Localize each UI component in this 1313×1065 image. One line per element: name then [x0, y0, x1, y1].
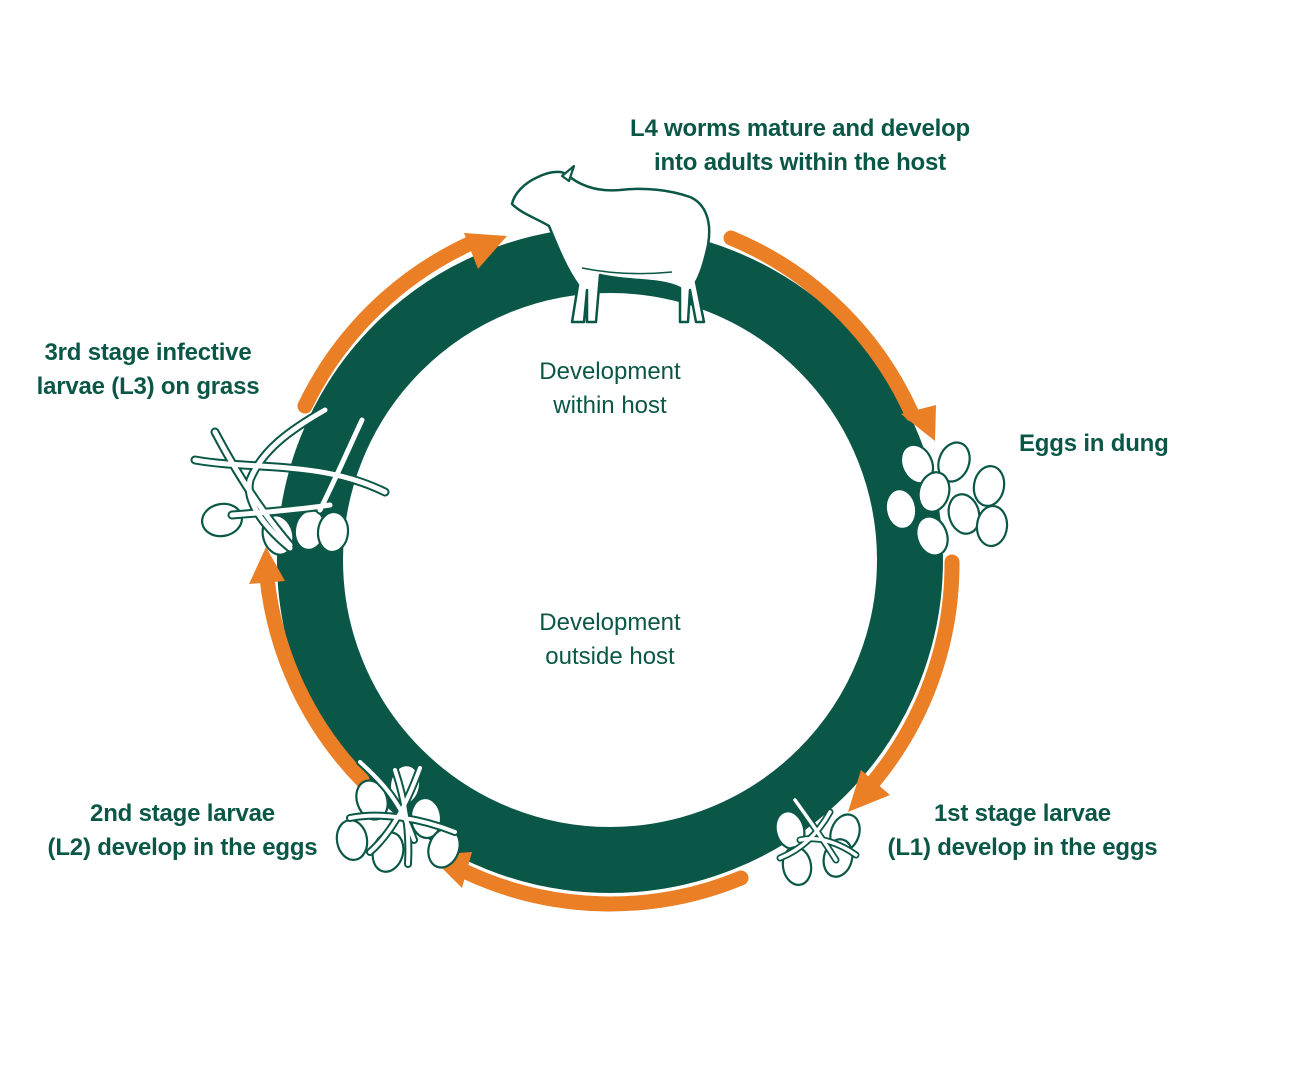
- larva: [793, 798, 838, 862]
- egg: [316, 510, 350, 554]
- arrow-host-to-eggs: [723, 230, 920, 422]
- egg: [201, 502, 243, 538]
- sheep-wool-line: [581, 267, 673, 275]
- larva: [348, 813, 457, 834]
- larva: [246, 407, 328, 551]
- label-l3-line2: larvae (L3) on grass: [36, 373, 260, 400]
- arrowhead-4: [249, 547, 285, 584]
- arrow-l1-to-l2: [458, 864, 749, 912]
- label-l3: 3rd stage infective larvae (L3) on grass: [18, 336, 278, 404]
- larva: [192, 457, 388, 495]
- egg: [335, 819, 369, 861]
- center-label-outside: Development outside host: [510, 606, 710, 674]
- egg: [947, 493, 981, 535]
- center-label-outside-line2: outside host: [545, 643, 675, 670]
- label-l1-line2: (L1) develop in the eggs: [887, 834, 1158, 861]
- larva: [317, 417, 365, 513]
- egg: [884, 488, 918, 530]
- larva: [393, 768, 411, 866]
- egg: [917, 471, 951, 513]
- sheep-icon: [510, 164, 711, 324]
- arrow-l3-to-host: [297, 236, 477, 414]
- label-l4-line2: into adults within the host: [654, 149, 946, 176]
- center-label-host-line1: Development: [539, 358, 681, 385]
- label-l4: L4 worms mature and develop into adults …: [590, 112, 1010, 180]
- label-l2: 2nd stage larvae (L2) develop in the egg…: [35, 797, 330, 865]
- label-l2-line2: (L2) develop in the eggs: [47, 834, 318, 861]
- label-eggs: Eggs in dung: [1019, 427, 1169, 461]
- cycle-arrows: [259, 230, 960, 912]
- larva: [229, 502, 333, 518]
- sheep-ear: [560, 164, 576, 183]
- larva: [368, 766, 422, 854]
- egg: [972, 465, 1006, 507]
- l3-larvae-icon: [190, 405, 390, 556]
- label-l2-line1: 2nd stage larvae: [90, 800, 275, 827]
- center-label-host: Development within host: [510, 355, 710, 423]
- egg: [915, 515, 949, 557]
- label-l1: 1st stage larvae (L1) develop in the egg…: [875, 797, 1170, 865]
- label-l4-line1: L4 worms mature and develop: [629, 115, 971, 142]
- larva: [798, 837, 858, 857]
- egg: [975, 504, 1009, 548]
- l2-larvae-icon: [335, 758, 461, 873]
- eggs-cluster-icon: [884, 441, 1009, 557]
- arrowhead-1: [901, 405, 936, 441]
- arrowhead-2: [848, 770, 890, 812]
- label-l3-line1: 3rd stage infective: [44, 339, 252, 366]
- arrow-eggs-to-l1: [862, 554, 960, 794]
- label-l1-line1: 1st stage larvae: [934, 800, 1111, 827]
- larva: [358, 760, 416, 842]
- arrow-l2-to-l3: [259, 570, 370, 788]
- label-eggs-line1: Eggs in dung: [1019, 430, 1169, 457]
- arrow-heads: [249, 233, 936, 888]
- center-label-outside-line1: Development: [539, 609, 681, 636]
- sheep-body: [510, 170, 711, 324]
- l1-larvae-icon: [774, 796, 861, 886]
- center-label-host-line2: within host: [553, 392, 667, 419]
- arrowhead-5: [464, 233, 507, 269]
